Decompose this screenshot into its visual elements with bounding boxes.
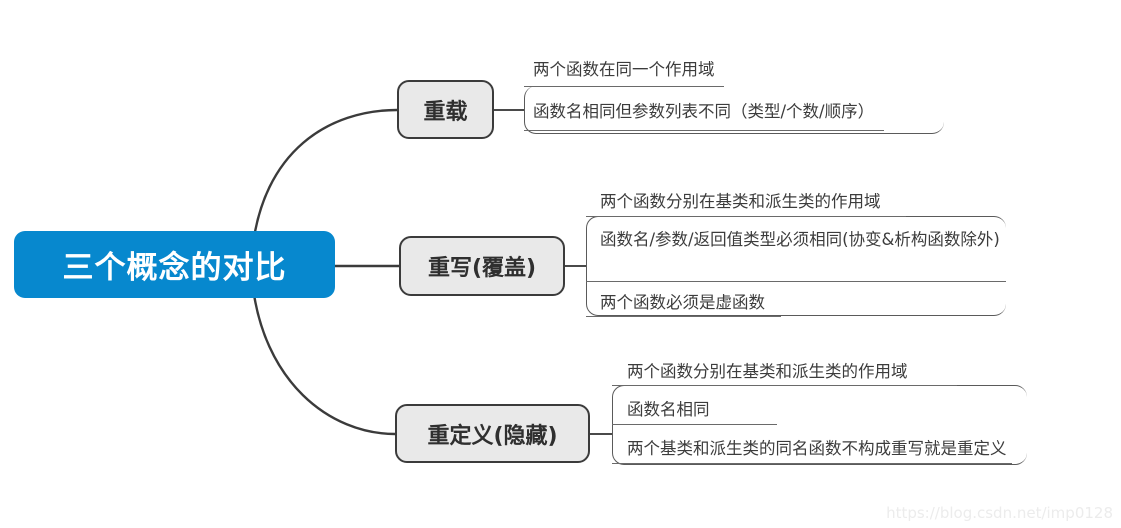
leaf-underline bbox=[586, 281, 1006, 282]
leaf-underline bbox=[612, 463, 1012, 464]
branch-node-label: 重定义(隐藏) bbox=[427, 423, 558, 449]
leaf-underline bbox=[524, 130, 884, 131]
root-node[interactable]: 三个概念的对比 bbox=[14, 231, 335, 298]
leaf-text: 两个基类和派生类的同名函数不构成重写就是重定义 bbox=[627, 439, 1007, 458]
leaf-text: 两个函数必须是虚函数 bbox=[600, 293, 765, 312]
leaf-bracket-overload bbox=[524, 86, 944, 134]
leaf-item[interactable]: 两个基类和派生类的同名函数不构成重写就是重定义 bbox=[627, 437, 1027, 461]
leaf-underline bbox=[612, 424, 777, 425]
leaf-underline bbox=[586, 216, 906, 217]
watermark: https://blog.csdn.net/imp0128 bbox=[886, 504, 1113, 522]
leaf-item[interactable]: 两个函数分别在基类和派生类的作用域 bbox=[627, 360, 1027, 384]
leaf-text: 函数名相同但参数列表不同（类型/个数/顺序） bbox=[533, 102, 875, 121]
branch-node-override[interactable]: 重写(覆盖) bbox=[399, 236, 565, 296]
leaf-text: 函数名/参数/返回值类型必须相同(协变&析构函数除外) bbox=[600, 230, 1000, 249]
leaf-item[interactable]: 两个函数在同一个作用域 bbox=[533, 58, 933, 82]
leaf-item[interactable]: 两个函数分别在基类和派生类的作用域 bbox=[600, 190, 1000, 214]
leaf-underline bbox=[586, 316, 781, 317]
leaf-text: 两个函数分别在基类和派生类的作用域 bbox=[627, 362, 908, 381]
branch-node-redefine[interactable]: 重定义(隐藏) bbox=[395, 404, 590, 463]
leaf-item[interactable]: 两个函数必须是虚函数 bbox=[600, 291, 1000, 315]
leaf-item[interactable]: 函数名相同但参数列表不同（类型/个数/顺序） bbox=[533, 100, 953, 124]
leaf-text: 两个函数分别在基类和派生类的作用域 bbox=[600, 192, 881, 211]
root-node-label: 三个概念的对比 bbox=[62, 250, 287, 286]
edge-root-to-branch-2 bbox=[250, 277, 397, 436]
leaf-item[interactable]: 函数名/参数/返回值类型必须相同(协变&析构函数除外) bbox=[600, 228, 1000, 252]
branch-node-label: 重载 bbox=[423, 99, 468, 125]
leaf-text: 两个函数在同一个作用域 bbox=[533, 60, 715, 79]
leaf-item[interactable]: 函数名相同 bbox=[627, 398, 1027, 422]
leaf-underline bbox=[612, 385, 957, 386]
leaf-underline bbox=[524, 86, 724, 87]
branch-node-overload[interactable]: 重载 bbox=[397, 80, 494, 139]
branch-node-label: 重写(覆盖) bbox=[427, 256, 537, 281]
leaf-text: 函数名相同 bbox=[627, 400, 710, 419]
